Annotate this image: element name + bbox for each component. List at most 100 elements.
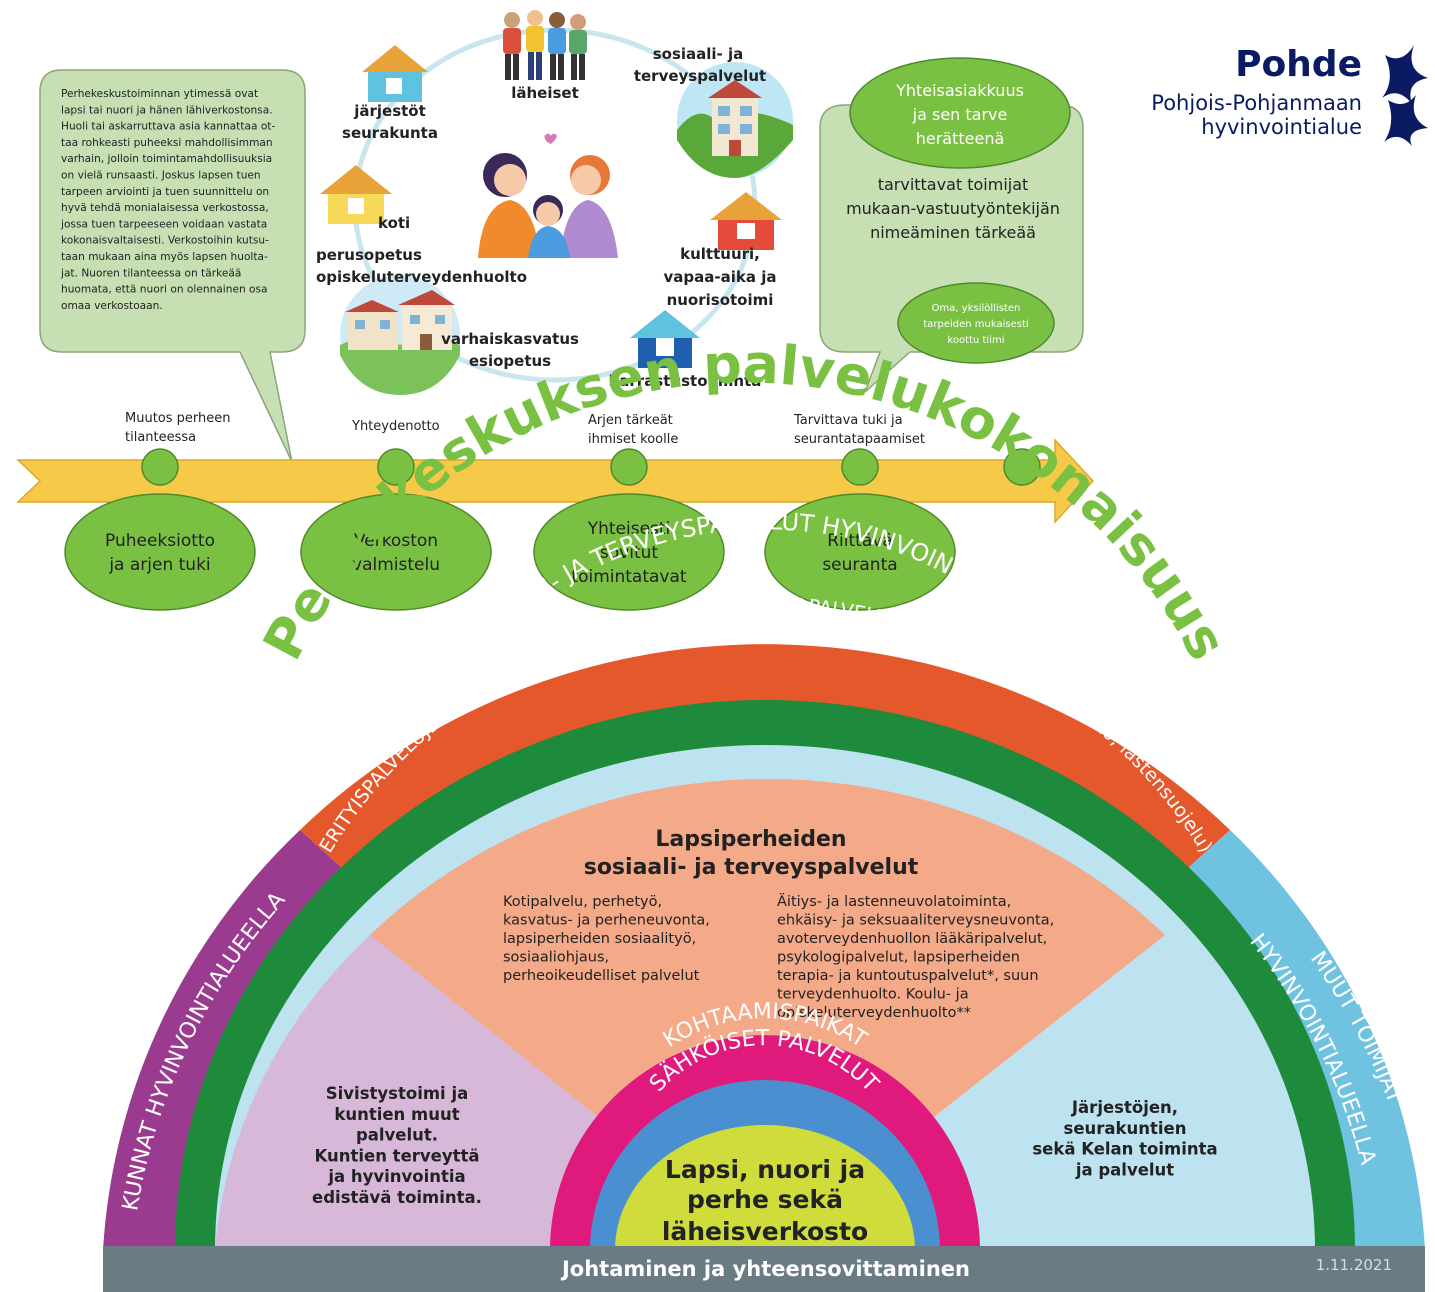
house-icon-kulttuuri xyxy=(710,192,782,250)
footer-date: 1.11.2021 xyxy=(1316,1256,1392,1274)
centerRightText-line: terveydenhuolto. Koulu- ja xyxy=(777,987,969,1003)
label-seurakunta: seurakunta xyxy=(342,124,438,142)
timeline-dot xyxy=(841,448,879,486)
logo-name: Pohde xyxy=(1235,44,1362,85)
centerRightText-line: terapia- ja kuntoutuspalvelut*, suun xyxy=(777,968,1039,984)
centerLeftText-line: Kotipalvelu, perhetyö, xyxy=(503,894,662,910)
school-illustration xyxy=(340,275,460,395)
introText-line: lapsi tai nuori ja hänen lähiverkostonsa… xyxy=(61,104,273,116)
center-title-2: sosiaali- ja terveyspalvelut xyxy=(584,855,919,880)
label-koti: koti xyxy=(378,214,410,232)
bubble-mid-2: mukaan-vastuutyöntekijän xyxy=(846,199,1060,218)
pohde-star-icon xyxy=(1382,45,1428,146)
label-perusopetus: perusopetus xyxy=(316,246,422,264)
pohde-logo: Pohde Pohjois-Pohjanmaan hyvinvointialue xyxy=(1151,44,1428,146)
logo-line1: Pohjois-Pohjanmaan xyxy=(1151,91,1362,115)
timeline-step-ellipse xyxy=(764,493,956,611)
centerRightText-line: opiskeluterveydenhuolto** xyxy=(777,1005,971,1021)
introText-line: taa rohkeasti puheeksi mahdollisimman xyxy=(61,137,273,149)
rightSectorText-line: sekä Kelan toiminta xyxy=(1032,1140,1217,1159)
centerLeftText-line: perheoikeudelliset palvelut xyxy=(503,968,700,984)
leftSectorText-line: Kuntien terveyttä xyxy=(314,1146,479,1165)
timeline-dot xyxy=(141,448,179,486)
introText-line: huomata, että nuori on olennainen osa xyxy=(61,284,268,296)
core-family xyxy=(615,1125,915,1250)
rightSectorText-line: Järjestöjen, xyxy=(1071,1098,1178,1117)
bubble-bottom-1: Oma, yksilöllisten xyxy=(932,303,1021,314)
label-kulttuuri-3: nuorisotoimi xyxy=(667,291,774,309)
centerLeftText-line: sosiaaliohjaus, xyxy=(503,950,609,966)
footer-text: Johtaminen ja yhteensovittaminen xyxy=(560,1257,970,1281)
footer-bar xyxy=(103,1246,1425,1292)
bubble-bottom-3: koottu tiimi xyxy=(947,335,1004,346)
center-title-1: Lapsiperheiden xyxy=(655,827,846,852)
service-rainbow xyxy=(103,644,1425,1250)
center-right-list: Äitiys- ja lastenneuvolatoiminta,ehkäisy… xyxy=(777,892,1054,1021)
introText-line: on vielä runsaasti. Joskus lapsen tuen xyxy=(61,170,261,182)
label-opiskelu: opiskeluterveydenhuolto xyxy=(316,268,527,286)
label-kulttuuri-2: vapaa-aika ja xyxy=(664,268,777,286)
leftSectorText-line: Sivistystoimi ja xyxy=(326,1084,469,1103)
right-speech-bubble: Yhteisasiakkuus ja sen tarve herätteenä … xyxy=(819,57,1084,393)
sector-center xyxy=(370,779,1165,1250)
timeline-dot xyxy=(377,448,415,486)
logo-line2: hyvinvointialue xyxy=(1201,115,1362,139)
center-left-list: Kotipalvelu, perhetyö, kasvatus- ja perhe… xyxy=(503,894,710,984)
centerLeftText-line: kasvatus- ja perheneuvonta, xyxy=(503,913,710,929)
bubble-mid-1: tarvittavat toimijat xyxy=(878,175,1029,194)
introText-line: jossa tuen tarpeeseen voidaan vastata xyxy=(60,218,267,230)
introText-line: varhain, jolloin toimintamahdollisuuksia xyxy=(61,153,272,165)
introText-line: jat. Nuoren tilanteessa on tärkeää xyxy=(60,267,241,279)
label-laheiset: läheiset xyxy=(511,84,579,102)
label-sote-1: sosiaali- ja xyxy=(653,45,744,63)
family-hug-illustration xyxy=(478,133,618,258)
bubble-bottom-ellipse xyxy=(897,282,1055,364)
timeline-step-ellipse xyxy=(533,493,725,611)
bubble-top-3: herätteenä xyxy=(916,129,1005,148)
label-harrastus: harrastustoiminta xyxy=(609,372,762,390)
bubble-mid-3: nimeäminen tärkeää xyxy=(870,223,1036,242)
bubble-top-2: ja sen tarve xyxy=(912,105,1008,124)
introText-line: hyvä tehdä monialaisessa verkostossa, xyxy=(61,202,269,214)
timeline-label: Yhteydenotto xyxy=(351,419,440,434)
centerRightText-line: psykologipalvelut, lapsiperheiden xyxy=(777,950,1020,966)
bubble-top-1: Yhteisasiakkuus xyxy=(895,81,1024,100)
introText-line: omaa verkostoaan. xyxy=(61,300,163,312)
bubble-bottom-2: tarpeiden mukaisesti xyxy=(923,319,1028,330)
leftSectorText-line: edistävä toiminta. xyxy=(312,1188,482,1207)
family-group-icon xyxy=(503,10,587,80)
core-line-2: perhe sekä xyxy=(687,1185,843,1214)
label-sote-2: terveyspalvelut xyxy=(634,67,766,85)
house-icon-harrastus xyxy=(630,310,700,368)
label-varhais: varhaiskasvatus xyxy=(441,330,579,348)
label-esiopetus: esiopetus xyxy=(469,352,551,370)
health-center-illustration xyxy=(677,62,793,178)
intro-text: Perhekeskustoiminnan ytimessä ovat lapsi … xyxy=(60,88,275,312)
core-line-1: Lapsi, nuori ja xyxy=(665,1155,865,1184)
intro-speech-bubble: Perhekeskustoiminnan ytimessä ovat lapsi … xyxy=(39,69,306,463)
introText-line: Perhekeskustoiminnan ytimessä ovat xyxy=(61,88,258,100)
centerRightText-line: avoterveydenhuollon lääkäripalvelut, xyxy=(777,931,1047,947)
timeline-step-ellipse xyxy=(300,493,492,611)
timeline-dot xyxy=(610,448,648,486)
introText-line: kokonaisvaltaisesti. Verkostoihin kutsu- xyxy=(61,235,269,247)
leftSectorText-line: palvelut. xyxy=(356,1126,438,1145)
label-jarjestot: järjestöt xyxy=(353,102,426,120)
timeline-dot xyxy=(1003,448,1041,486)
rightSectorText-line: ja palvelut xyxy=(1075,1160,1174,1179)
leftSectorText-line: ja hyvinvointia xyxy=(327,1167,465,1186)
house-icon-koti xyxy=(320,165,392,224)
introText-line: Huoli tai askarruttava asia kannattaa ot… xyxy=(61,121,275,133)
rightSectorText-line: seurakuntien xyxy=(1064,1119,1187,1138)
house-icon-jarjestot xyxy=(362,45,428,102)
centerLeftText-line: lapsiperheiden sosiaalityö, xyxy=(503,931,696,947)
